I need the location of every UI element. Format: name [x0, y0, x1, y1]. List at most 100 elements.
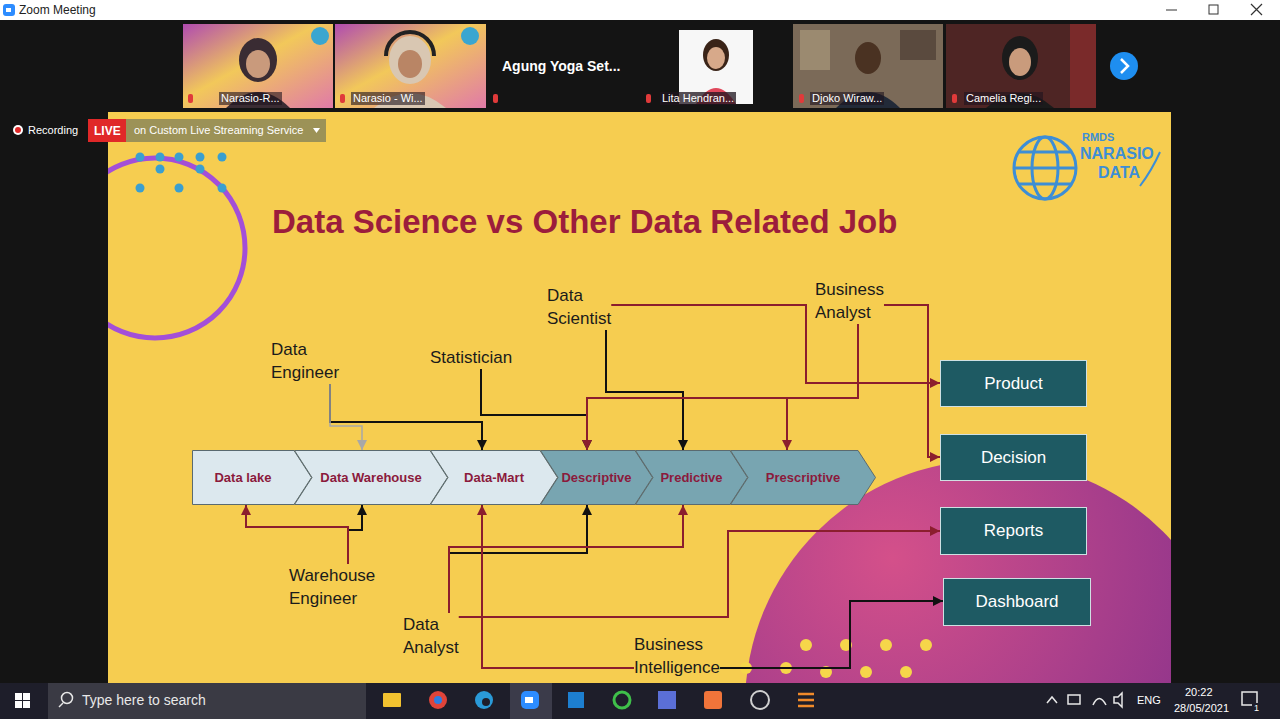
- slide-decoration: [108, 153, 1171, 684]
- chevron-shape: [193, 451, 312, 505]
- connector-arrow: [330, 384, 362, 450]
- chevron-shape: [431, 451, 558, 505]
- app-icon: [3, 4, 15, 16]
- connector-arrow: [459, 531, 940, 617]
- connector-arrow: [884, 305, 940, 457]
- stage-name: Predictive: [660, 470, 722, 485]
- streaming-bar: [126, 119, 326, 142]
- taskbar: [0, 683, 1280, 719]
- role-label: Business Intelligence: [634, 633, 720, 679]
- connector-arrow: [246, 505, 348, 564]
- slide-title: Data Science vs Other Data Related Job: [272, 203, 897, 241]
- role-label: Business Analyst: [815, 278, 884, 324]
- recording-dot: [13, 125, 23, 135]
- clock-date: 28/05/2021: [1174, 702, 1229, 715]
- role-name: Business Intelligence: [634, 633, 720, 679]
- pipeline-chevron: Data-Mart: [430, 450, 558, 505]
- stage-name: Prescriptive: [766, 470, 840, 485]
- live-badge: [88, 119, 126, 142]
- window-titlebar: [0, 0, 1280, 20]
- role-name: Business Analyst: [815, 278, 884, 324]
- next-page-button: [1110, 52, 1138, 80]
- recording-dot: [15, 127, 21, 133]
- chevron-shape: [295, 451, 448, 505]
- participant-name: Camelia Regi...: [964, 92, 1043, 105]
- chevron-shape: [541, 451, 653, 505]
- participant-name: Djoko Wiraw...: [810, 92, 884, 105]
- logo-text: DATA: [1098, 163, 1140, 182]
- clock-time: 20:22: [1185, 686, 1213, 699]
- role-label: Statistician: [430, 346, 512, 369]
- connector-arrow: [787, 324, 858, 450]
- output-name: Dashboard: [975, 592, 1058, 612]
- start-button: [15, 693, 30, 708]
- app-icon: [6, 8, 11, 12]
- connector-arrow: [611, 305, 940, 383]
- notification-count: 1: [1252, 703, 1261, 714]
- live-badge: LIVE: [94, 124, 121, 138]
- dropdown-arrow: [313, 128, 320, 133]
- pipeline-chevron: Descriptive: [540, 450, 653, 505]
- pipeline-chevron: Data Warehouse: [294, 450, 448, 505]
- connector-arrow: [482, 505, 634, 668]
- output-name: Reports: [984, 521, 1044, 541]
- connector-arrow: [449, 505, 683, 613]
- pipeline-chevron: Predictive: [635, 450, 748, 505]
- slide: [108, 112, 1171, 683]
- stage-name: Data lake: [214, 470, 271, 485]
- output-box: Product: [940, 360, 1087, 407]
- role-label: Data Analyst: [403, 613, 459, 659]
- search-placeholder: Type here to search: [82, 692, 206, 709]
- pipeline-chevron: Data lake: [192, 450, 312, 505]
- role-name: Data Analyst: [403, 613, 459, 659]
- search-box: [48, 683, 366, 719]
- output-box: Dashboard: [943, 578, 1091, 626]
- stage-name: Data Warehouse: [320, 470, 421, 485]
- chevron-shape: [636, 451, 748, 505]
- stage-name: Descriptive: [561, 470, 631, 485]
- output-name: Decision: [981, 448, 1046, 468]
- output-box: Reports: [940, 507, 1087, 555]
- next-page-button: [1121, 59, 1128, 73]
- output-box: Decision: [940, 434, 1087, 481]
- window-title: Zoom Meeting: [19, 3, 96, 17]
- output-name: Product: [984, 374, 1043, 394]
- role-name: Data Engineer: [271, 338, 339, 384]
- participant-tile: [183, 24, 333, 108]
- connector-arrow: [449, 505, 587, 613]
- minimize-icon: [1166, 10, 1177, 11]
- restore-icon: [1209, 5, 1218, 14]
- participant-tile: [946, 24, 1096, 108]
- search-icon: [62, 693, 73, 704]
- role-label: Warehouse Engineer: [289, 564, 375, 610]
- pipeline-chevron: Prescriptive: [730, 450, 876, 505]
- connector-arrow: [330, 384, 482, 450]
- logo-globe: [1014, 137, 1160, 199]
- role-name: Warehouse Engineer: [289, 564, 375, 610]
- role-label: Data Scientist: [547, 284, 611, 330]
- participant-name: Narasio-R...: [219, 92, 282, 105]
- connector-arrow: [587, 324, 858, 450]
- logo-text: RMDS: [1082, 131, 1114, 144]
- participant-name: Lita Hendran...: [660, 92, 736, 105]
- streaming-service: on Custom Live Streaming Service: [134, 124, 303, 137]
- recording-status: Recording: [28, 124, 78, 137]
- role-name: Data Scientist: [547, 284, 611, 330]
- taskbar-icons: [383, 691, 814, 709]
- logo-text: NARASIO: [1080, 144, 1154, 163]
- active-app-highlight: [510, 683, 552, 719]
- stage-name: Data-Mart: [464, 470, 524, 485]
- connector-arrow: [606, 330, 683, 450]
- participant-name: Narasio - Wi...: [351, 92, 425, 105]
- close-icon: [1251, 4, 1262, 15]
- chevron-shape: [731, 451, 876, 505]
- participant-tile: [335, 24, 486, 108]
- connector-arrow: [481, 369, 587, 450]
- participant-tile: [793, 24, 943, 108]
- connector-arrow: [720, 601, 943, 668]
- keyboard-language: ENG: [1137, 694, 1161, 707]
- connector-arrow: [348, 505, 362, 564]
- role-label: Data Engineer: [271, 338, 339, 384]
- participant-name: Agung Yoga Set...: [502, 58, 621, 75]
